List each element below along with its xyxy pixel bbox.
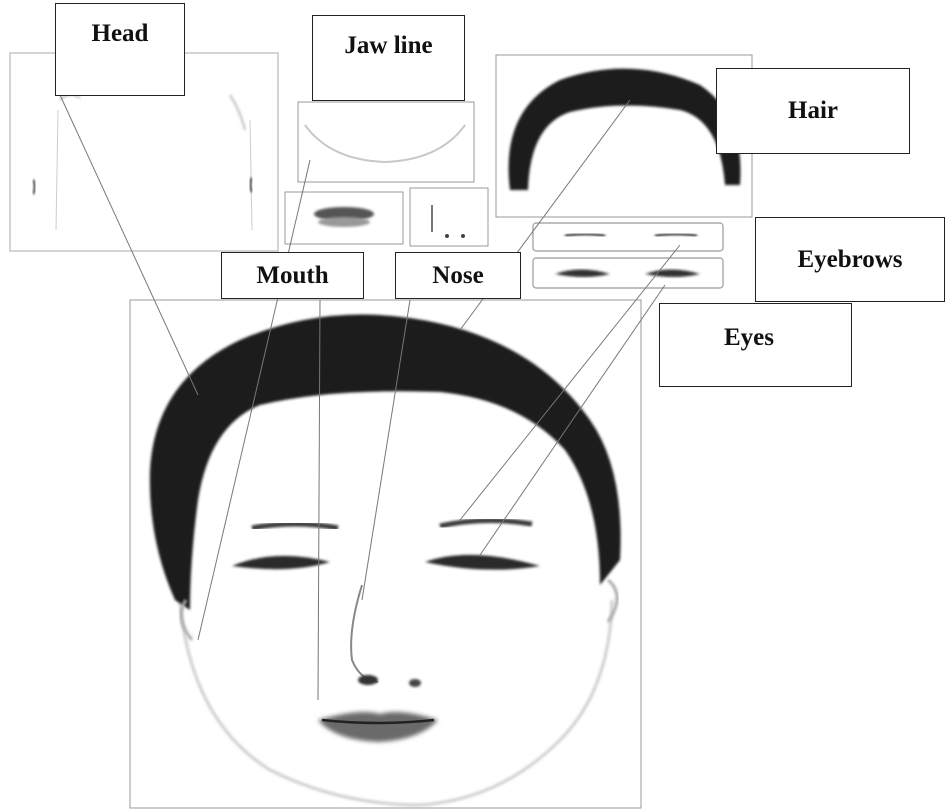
label-nose: Nose <box>395 252 521 299</box>
nose-template-panel <box>410 188 488 246</box>
composite-face-panel <box>130 300 641 808</box>
label-hair: Hair <box>716 68 910 154</box>
label-mouth: Mouth <box>221 252 364 299</box>
eyes-template-strip <box>533 258 723 288</box>
mouth-template-panel <box>285 192 403 244</box>
label-head: Head <box>55 3 185 96</box>
label-jaw-line: Jaw line <box>312 15 465 101</box>
label-eyebrows: Eyebrows <box>755 217 945 302</box>
eyebrows-template-strip <box>533 223 723 251</box>
hair-template-panel <box>496 55 752 217</box>
jaw-line-template-panel <box>298 102 474 182</box>
label-eyes: Eyes <box>659 303 852 387</box>
